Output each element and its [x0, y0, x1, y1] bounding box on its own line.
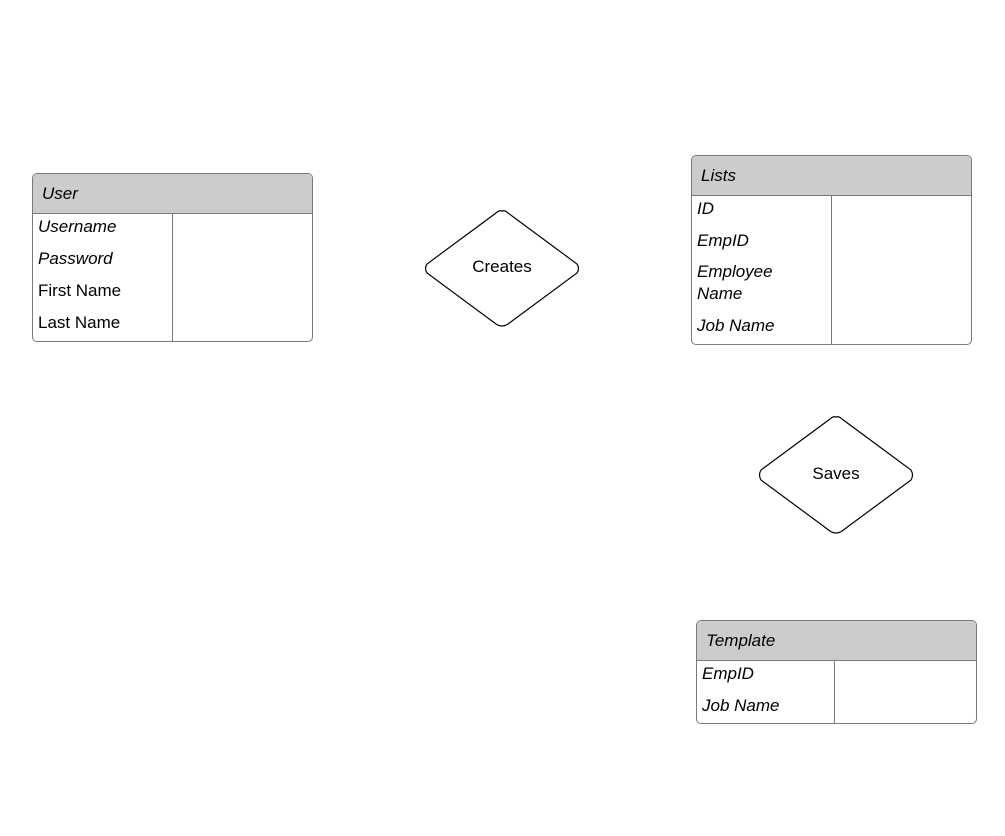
entity-user[interactable]: User Username Password First Name Last N… [32, 173, 313, 342]
entity-user-attr-username: Username [38, 217, 117, 236]
relationship-creates-label: Creates [472, 257, 532, 276]
relationship-creates-diamond-shape [424, 210, 580, 327]
entity-lists-attr-id: ID [697, 199, 714, 218]
entity-lists-attr-job-name: Job Name [697, 316, 775, 335]
relationship-saves[interactable]: Saves [757, 415, 915, 535]
entity-lists-title: Lists [692, 156, 971, 196]
entity-template[interactable]: Template EmpID Job Name [696, 620, 977, 724]
entity-user-attr-first-name: First Name [38, 281, 122, 300]
entity-template-title: Template [697, 621, 976, 661]
entity-lists-attr-employee-name: Employee Name [697, 262, 773, 303]
entity-template-attr-job-name: Job Name [702, 696, 780, 715]
entity-user-title: User [33, 174, 312, 214]
entity-user-attr-last-name: Last Name [38, 313, 121, 332]
entity-user-attr-password: Password [38, 249, 113, 268]
entity-user-divider [172, 214, 173, 341]
entity-lists-divider [831, 196, 832, 344]
relationship-creates[interactable]: Creates [423, 209, 581, 328]
relationship-saves-diamond-shape [758, 416, 914, 534]
entity-template-divider [834, 661, 835, 723]
relationship-saves-label: Saves [812, 464, 860, 483]
entity-lists[interactable]: Lists ID EmpID Employee Name Job Name [691, 155, 972, 345]
entity-lists-attr-empid: EmpID [697, 231, 749, 250]
entity-template-attr-empid: EmpID [702, 664, 754, 683]
